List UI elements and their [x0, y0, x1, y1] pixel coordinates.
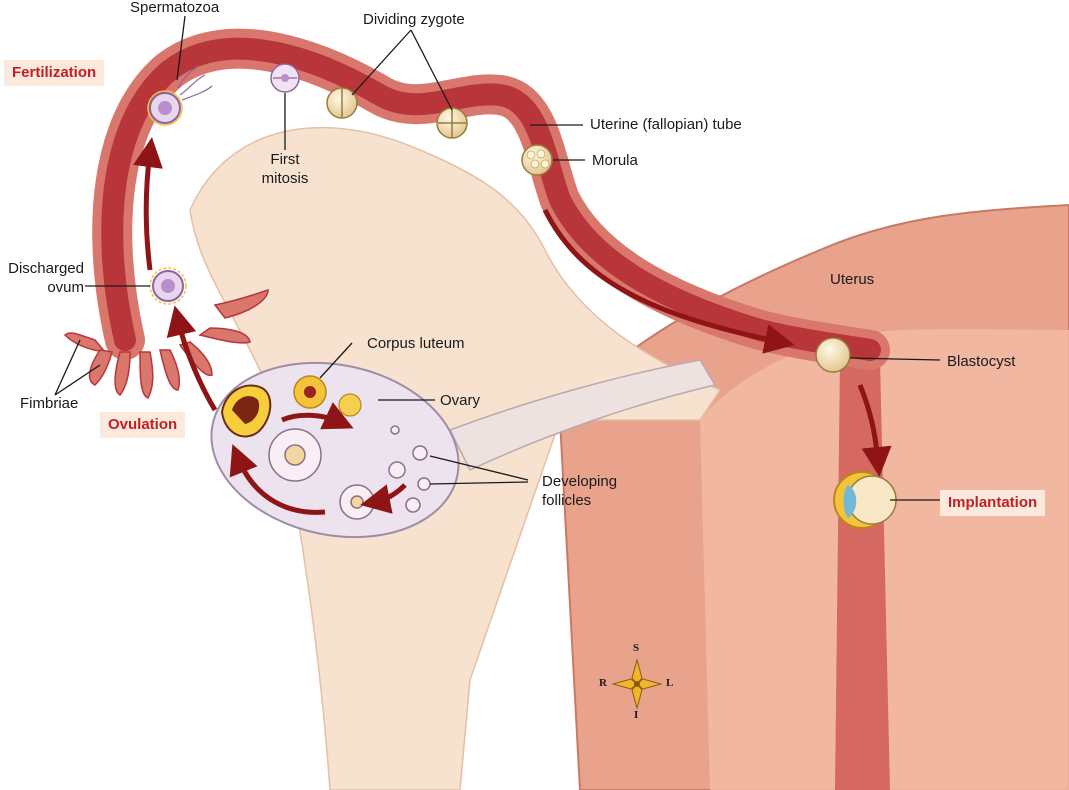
stage-ovulation: Ovulation	[100, 412, 186, 438]
label-first-mitosis-line2: mitosis	[261, 170, 309, 187]
compass-left: L	[666, 677, 674, 689]
fimbriae	[63, 288, 269, 399]
label-developing-follicles-line1: Developing	[542, 473, 618, 490]
developing-follicles	[268, 425, 431, 520]
label-first-mitosis-line1: First	[270, 151, 300, 168]
ovarian-ligament	[448, 359, 717, 471]
migration-arrows	[133, 137, 892, 477]
first-mitosis-cell	[270, 63, 300, 93]
compass-rose	[611, 658, 663, 710]
label-uterine-tube: Uterine (fallopian) tube	[590, 116, 742, 133]
compass-right: R	[599, 677, 607, 689]
spermatozoa-tails	[177, 65, 213, 101]
label-spermatozoa: Spermatozoa	[130, 0, 220, 16]
label-uterus: Uterus	[830, 271, 875, 288]
label-corpus-luteum: Corpus luteum	[367, 335, 465, 352]
leader-lines	[54, 15, 941, 501]
ruptured-follicle-core	[232, 396, 260, 424]
implantation-embryo	[833, 471, 897, 529]
label-blastocyst: Blastocyst	[947, 353, 1016, 370]
label-fimbriae: Fimbriae	[20, 395, 79, 412]
corpus-luteum	[293, 375, 362, 417]
label-ovary: Ovary	[440, 392, 481, 409]
label-morula: Morula	[592, 152, 638, 169]
ovary-cycle-arrows	[229, 402, 407, 515]
blastocyst-cell	[815, 337, 851, 373]
label-developing-follicles: Developing follicles	[542, 472, 617, 510]
discharged-ovum	[149, 267, 187, 305]
compass-inferior: I	[634, 709, 639, 721]
label-discharged-ovum-line2: ovum	[47, 279, 84, 296]
label-developing-follicles-line2: follicles	[542, 492, 592, 509]
label-first-mitosis: First mitosis	[255, 150, 315, 188]
label-discharged-ovum-line1: Discharged	[8, 260, 84, 277]
stage-implantation: Implantation	[940, 490, 1046, 516]
compass-superior: S	[633, 642, 640, 654]
fertilization-egg	[147, 90, 183, 126]
stage-fertilization: Fertilization	[4, 60, 105, 86]
dividing-zygote-cells	[326, 87, 468, 139]
label-dividing-zygote: Dividing zygote	[363, 11, 465, 28]
morula-cell	[521, 144, 553, 176]
uterine-tube-inner	[101, 37, 881, 361]
label-discharged-ovum: Discharged ovum	[0, 259, 84, 297]
